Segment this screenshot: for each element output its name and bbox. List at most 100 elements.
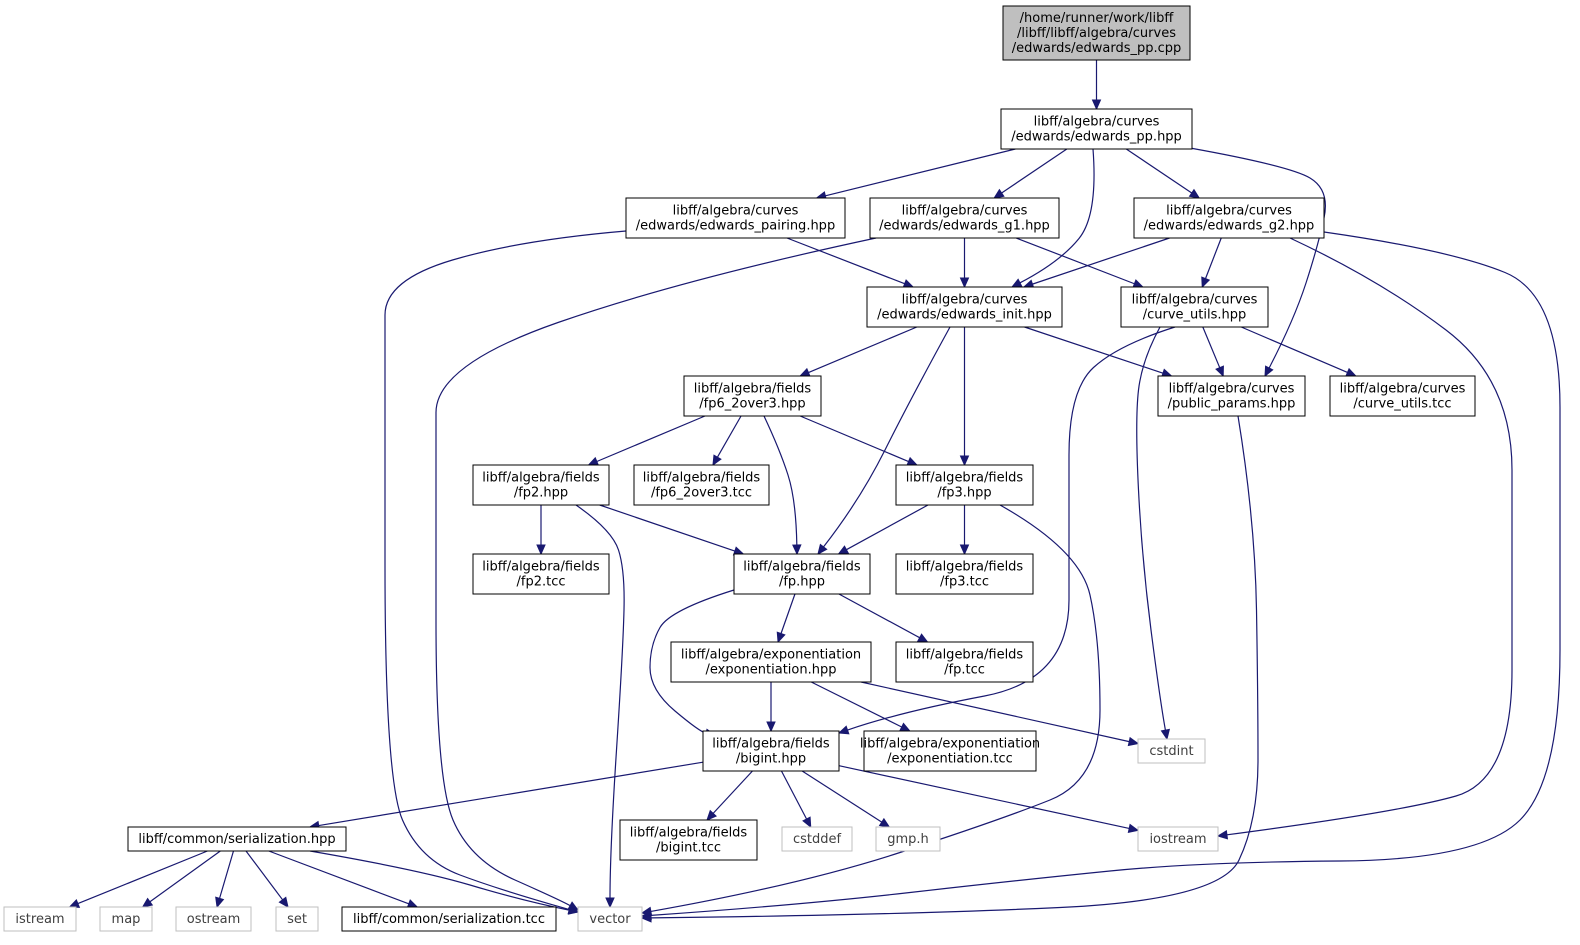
node-vector: vector <box>577 906 643 932</box>
node-box <box>341 906 557 932</box>
edge-bigint-to-cstddef <box>780 770 812 829</box>
edge-arrowhead <box>587 456 600 466</box>
edge-line <box>846 504 929 551</box>
node-init[interactable]: libff/algebra/curves/edwards/edwards_ini… <box>866 286 1063 328</box>
node-label-line: /public_params.hpp <box>1168 397 1296 412</box>
edge-line <box>847 326 1176 731</box>
edge-line <box>1019 148 1095 284</box>
edge-arrowhead <box>640 906 653 917</box>
node-label-line: /libff/libff/algebra/curves <box>1017 26 1176 41</box>
edge-arrowhead <box>1010 278 1023 288</box>
node-box <box>895 553 1034 595</box>
edge-arrowhead <box>567 905 580 915</box>
node-fp3_tcc[interactable]: libff/algebra/fields/fp3.tcc <box>895 553 1034 595</box>
node-serialization[interactable]: libff/common/serialization.hpp <box>127 826 347 852</box>
node-label-line: /exponentiation.hpp <box>706 663 837 678</box>
node-curve_utils_tcc[interactable]: libff/algebra/curves/curve_utils.tcc <box>1329 375 1476 417</box>
node-label-line: libff/algebra/fields <box>694 382 812 397</box>
node-root: /home/runner/work/libff/libff/libff/alge… <box>1002 5 1191 61</box>
node-fp_tcc[interactable]: libff/algebra/fields/fp.tcc <box>895 641 1034 683</box>
node-box <box>702 730 840 772</box>
node-label-line: /bigint.tcc <box>656 841 721 856</box>
node-serialization_tcc[interactable]: libff/common/serialization.tcc <box>341 906 557 932</box>
node-label-line: /fp2.tcc <box>516 575 565 590</box>
node-label-line: /fp.tcc <box>944 663 985 678</box>
edge-expo-to-cstdint <box>860 681 1140 747</box>
node-expo[interactable]: libff/algebra/exponentiation/exponentiat… <box>670 641 872 683</box>
edge-arrowhead <box>959 455 970 467</box>
edge-arrowhead <box>605 897 615 909</box>
edge-line <box>712 770 753 814</box>
node-expo_tcc[interactable]: libff/algebra/exponentiation/exponentiat… <box>860 730 1040 772</box>
node-box <box>472 553 610 595</box>
node-box <box>175 906 252 932</box>
node-box <box>99 906 153 932</box>
edge-line <box>825 148 1016 197</box>
node-box <box>1329 375 1476 417</box>
node-label-line: gmp.h <box>887 832 929 847</box>
edge-line <box>1024 326 1164 374</box>
node-box <box>1000 108 1193 150</box>
node-cstddef: cstddef <box>781 826 853 852</box>
node-public_params[interactable]: libff/algebra/curves/public_params.hpp <box>1157 375 1306 417</box>
node-bigint_tcc[interactable]: libff/algebra/fields/bigint.tcc <box>619 819 758 861</box>
edge-line <box>780 593 796 634</box>
edge-arrowhead <box>1188 188 1201 199</box>
node-fp2_tcc[interactable]: libff/algebra/fields/fp2.tcc <box>472 553 610 595</box>
node-fp6[interactable]: libff/algebra/fields/fp6_2over3.hpp <box>683 375 822 417</box>
edge-fp3-to-fp3_tcc <box>959 505 970 556</box>
edge-arrowhead <box>1201 276 1211 289</box>
edge-arrowhead <box>1127 823 1140 834</box>
node-label-line: iostream <box>1149 832 1206 847</box>
node-label-line: /edwards/edwards_pairing.hpp <box>636 219 835 234</box>
edge-line <box>318 761 704 827</box>
node-label-line: /bigint.hpp <box>736 752 806 767</box>
node-pp_hpp[interactable]: libff/algebra/curves/edwards/edwards_pp.… <box>1000 108 1193 150</box>
node-box <box>577 906 643 932</box>
edge-arrowhead <box>536 544 546 556</box>
node-box <box>1157 375 1306 417</box>
edge-arrowhead <box>1132 279 1144 289</box>
node-label-line: libff/algebra/curves <box>1169 382 1295 397</box>
node-fp[interactable]: libff/algebra/fields/fp.hpp <box>733 553 871 595</box>
node-box <box>633 464 770 506</box>
edge-line <box>1202 326 1221 368</box>
node-box <box>275 906 319 932</box>
node-pairing[interactable]: libff/algebra/curves/edwards/edwards_pai… <box>625 197 846 239</box>
edge-arrowhead <box>1160 728 1171 741</box>
edge-arrowhead <box>640 913 652 923</box>
edge-line <box>268 850 409 905</box>
node-box <box>670 641 872 683</box>
edge-arrowhead <box>817 543 828 555</box>
node-curve_utils[interactable]: libff/algebra/curves/curve_utils.hpp <box>1120 286 1269 328</box>
node-label-line: ostream <box>187 912 241 927</box>
node-label-line: libff/algebra/curves <box>902 293 1028 308</box>
node-label-line: /curve_utils.hpp <box>1143 308 1247 323</box>
edge-line <box>575 504 625 899</box>
edge-arrowhead <box>902 279 915 289</box>
edge-line <box>1136 326 1167 731</box>
node-fp3[interactable]: libff/algebra/fields/fp3.hpp <box>895 464 1034 506</box>
edge-arrowhead <box>916 633 929 643</box>
edge-init-to-fp6 <box>799 326 918 377</box>
edge-line <box>245 850 284 901</box>
edge-fp3-to-fp <box>837 504 929 555</box>
edge-line <box>435 237 877 907</box>
node-box <box>895 641 1034 683</box>
edge-arrowhead <box>278 896 289 908</box>
node-fp2[interactable]: libff/algebra/fields/fp2.hpp <box>472 464 610 506</box>
edge-curve_utils-to-cstdint <box>1136 326 1171 741</box>
node-g1[interactable]: libff/algebra/curves/edwards/edwards_g1.… <box>869 197 1060 239</box>
node-label-line: libff/algebra/fields <box>482 560 600 575</box>
edge-line <box>763 415 798 546</box>
edge-arrowhead <box>959 544 970 556</box>
edge-expo-to-bigint <box>766 682 776 733</box>
node-fp6_tcc[interactable]: libff/algebra/fields/fp6_2over3.tcc <box>633 464 770 506</box>
edge-arrowhead <box>837 545 850 555</box>
node-label-line: libff/algebra/fields <box>643 471 761 486</box>
node-g2[interactable]: libff/algebra/curves/edwards/edwards_g2.… <box>1133 197 1325 239</box>
edge-fp3-to-vector <box>640 504 1101 917</box>
node-box <box>619 819 758 861</box>
edge-root-to-pp_hpp <box>1091 60 1102 111</box>
node-bigint[interactable]: libff/algebra/fields/bigint.hpp <box>702 730 840 772</box>
